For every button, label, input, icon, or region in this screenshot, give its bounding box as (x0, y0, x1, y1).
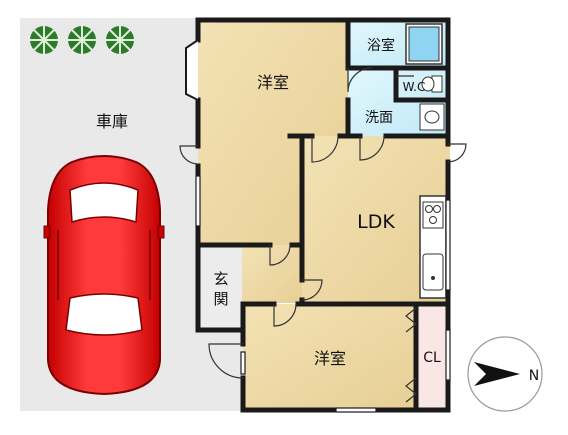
bath-label: 浴室 (367, 37, 395, 54)
western-room-lower-floor (243, 304, 416, 410)
ldk-label: LDK (357, 211, 395, 233)
compass-north-label: N (529, 368, 539, 384)
plant-icon (106, 26, 134, 54)
compass-icon: N (467, 336, 543, 412)
western-room-upper-label: 洋室 (257, 73, 289, 92)
garage-label: 車庫 (96, 112, 128, 131)
door-swing (179, 67, 467, 379)
toilet-icon (421, 75, 443, 93)
hall-floor (242, 245, 302, 303)
western-room-lower-label: 洋室 (314, 349, 346, 368)
plant-icon (68, 26, 96, 54)
sink-icon (419, 103, 445, 131)
car-icon (43, 155, 165, 396)
kitchen-counter (419, 195, 447, 299)
garage-lower-strip (198, 330, 243, 411)
wc-label: W.C (403, 80, 426, 94)
plant-icon (30, 26, 58, 54)
entrance-floor (198, 245, 242, 330)
closet-door (405, 307, 417, 403)
washroom-label: 洗面 (365, 110, 393, 126)
entrance-label-bottom: 関 (213, 290, 228, 308)
bay-window (185, 39, 199, 101)
stove-icon (422, 201, 444, 229)
closet-label: CL (423, 350, 441, 366)
entrance-label-top: 玄 (213, 270, 228, 288)
window (195, 175, 451, 413)
closet-floor (416, 304, 448, 410)
kitchen-sink-icon (422, 253, 444, 291)
